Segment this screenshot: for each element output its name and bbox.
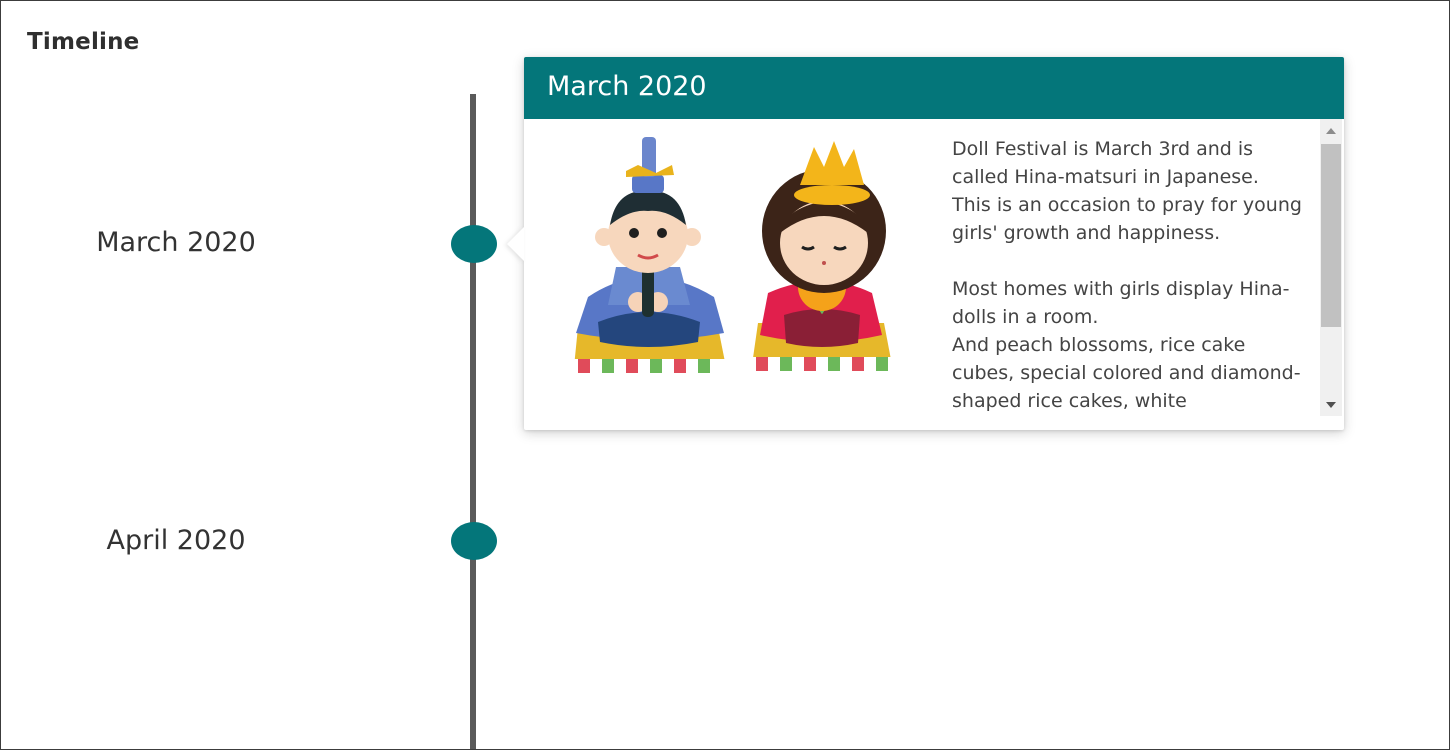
event-marker-april-2020[interactable] bbox=[451, 522, 497, 560]
event-marker-march-2020[interactable] bbox=[451, 225, 497, 263]
page-title: Timeline bbox=[27, 29, 140, 55]
popup-paragraph-4: And peach blossoms, rice cake cubes, spe… bbox=[952, 334, 1301, 412]
event-label-april-2020[interactable]: April 2020 bbox=[106, 525, 246, 556]
event-label-march-2020[interactable]: March 2020 bbox=[96, 227, 256, 258]
popup-header: March 2020 bbox=[524, 57, 1344, 119]
popup-paragraph-3: Most homes with girls display Hina-dolls… bbox=[952, 278, 1290, 328]
event-detail-popup: March 2020 bbox=[507, 57, 1344, 430]
popup-scrollbar[interactable] bbox=[1320, 119, 1342, 416]
timeline-axis bbox=[470, 94, 476, 749]
scrollbar-thumb[interactable] bbox=[1321, 144, 1341, 327]
empress-doll-image bbox=[752, 141, 894, 371]
popup-pointer bbox=[507, 227, 524, 261]
emperor-doll-image bbox=[574, 137, 726, 373]
paragraph-spacer bbox=[952, 247, 1307, 275]
popup-title: March 2020 bbox=[547, 71, 707, 102]
triangle-down-icon[interactable] bbox=[1326, 402, 1336, 408]
triangle-up-icon[interactable] bbox=[1326, 128, 1336, 134]
hina-dolls-illustration bbox=[574, 137, 894, 373]
popup-paragraph-1: Doll Festival is March 3rd and is called… bbox=[952, 138, 1259, 188]
popup-description: Doll Festival is March 3rd and is called… bbox=[952, 135, 1307, 412]
popup-paragraph-2: This is an occasion to pray for young gi… bbox=[952, 194, 1302, 244]
